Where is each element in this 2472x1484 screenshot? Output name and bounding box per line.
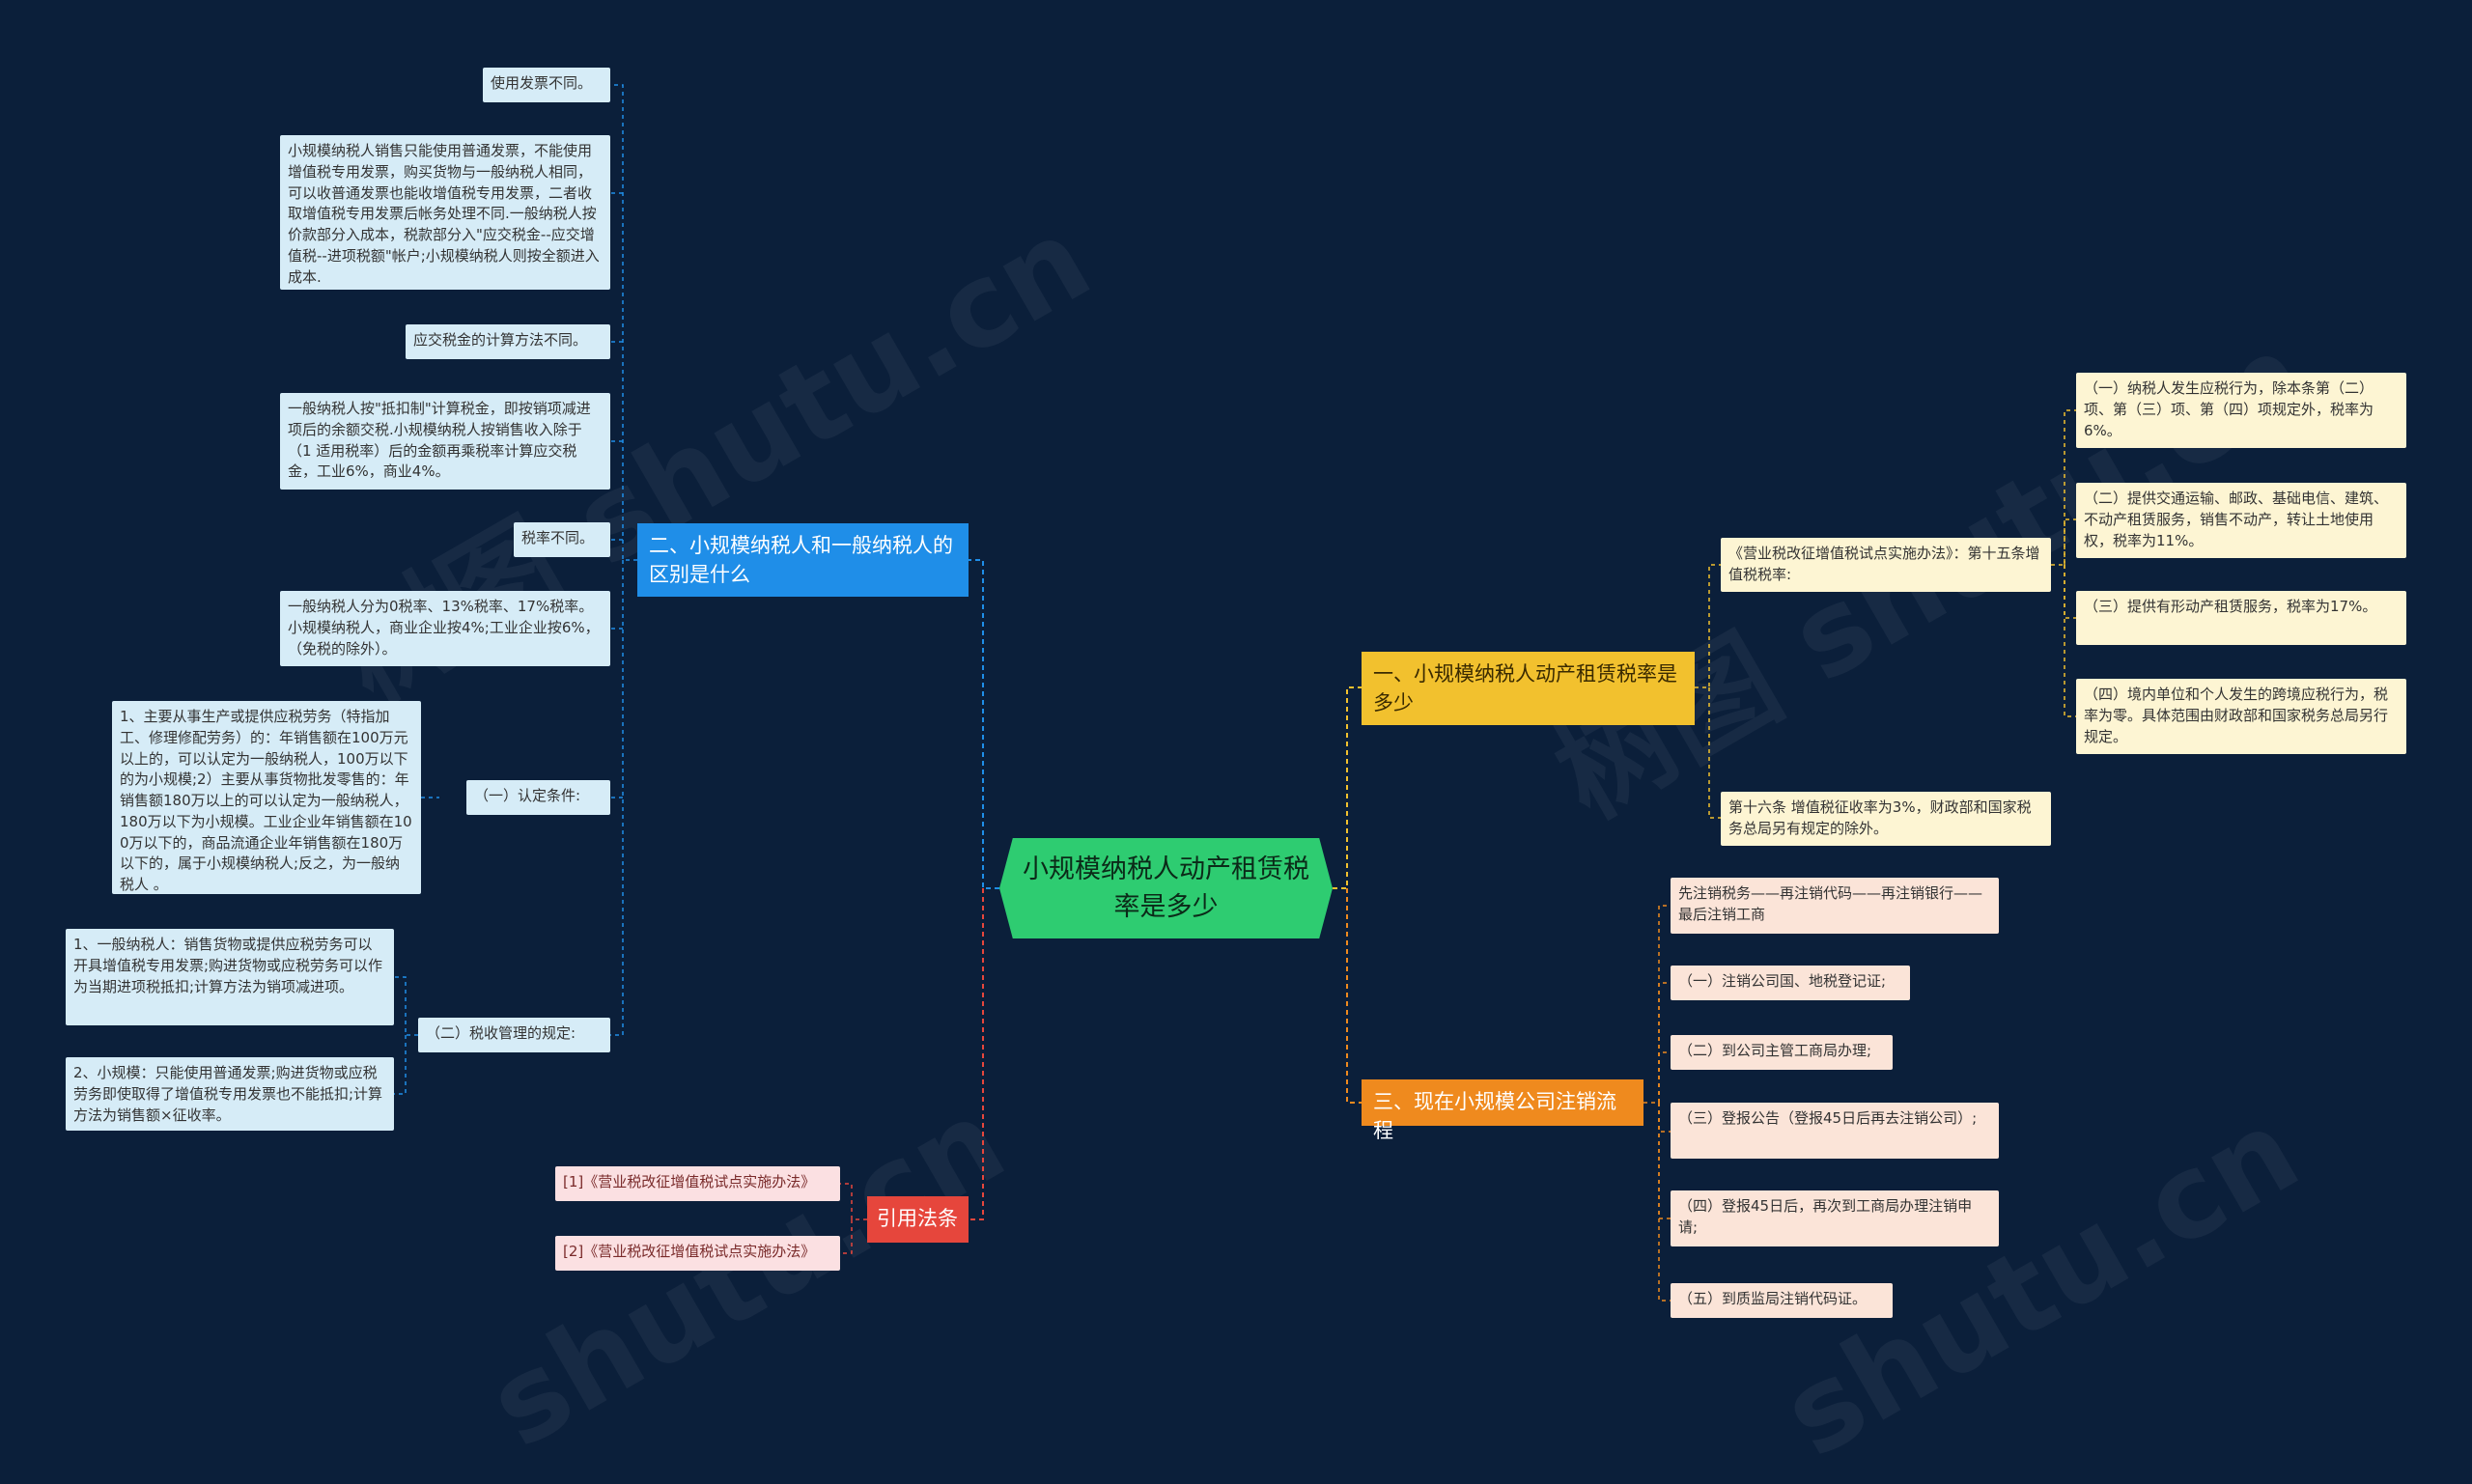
sub-tax-management[interactable]: （二）税收管理的规定: (418, 1018, 610, 1052)
branch-references[interactable]: 引用法条 (867, 1196, 969, 1243)
procedure-item[interactable]: （二）到公司主管工商局办理; (1671, 1035, 1893, 1070)
left-item[interactable]: 税率不同。 (514, 522, 610, 557)
branch-tax-rate[interactable]: 一、小规模纳税人动产租赁税率是多少 (1362, 652, 1695, 725)
central-topic[interactable]: 小规模纳税人动产租赁税率是多少 (999, 838, 1333, 938)
article-16[interactable]: 第十六条 增值税征收率为3%，财政部和国家税务总局另有规定的除外。 (1721, 792, 2051, 846)
reference-item[interactable]: [2]《营业税改征增值税试点实施办法》 (555, 1236, 840, 1271)
mindmap-canvas: 树图 shutu.cn 树图 shutu.cn shutu.cn shutu.c… (66, 68, 2406, 1483)
rate-item[interactable]: （四）境内单位和个人发生的跨境应税行为，税率为零。具体范围由财政部和国家税务总局… (2076, 679, 2406, 754)
rate-item[interactable]: （二）提供交通运输、邮政、基础电信、建筑、不动产租赁服务，销售不动产，转让土地使… (2076, 483, 2406, 558)
procedure-item[interactable]: （三）登报公告（登报45日后再去注销公司）; (1671, 1103, 1999, 1159)
rate-item[interactable]: （三）提供有形动产租赁服务，税率为17%。 (2076, 591, 2406, 645)
procedure-item[interactable]: （四）登报45日后，再次到工商局办理注销申请; (1671, 1190, 1999, 1246)
sub-recognition-conditions[interactable]: （一）认定条件: (466, 780, 610, 815)
connector-lines (394, 84, 2076, 1302)
branch-deregistration[interactable]: 三、现在小规模公司注销流程 (1362, 1079, 1643, 1142)
branch-difference[interactable]: 二、小规模纳税人和一般纳税人的区别是什么 (637, 523, 969, 597)
tax-management-detail[interactable]: 2、小规模：只能使用普通发票;购进货物或应税劳务即使取得了增值税专用发票也不能抵… (66, 1057, 394, 1131)
left-item[interactable]: 应交税金的计算方法不同。 (406, 324, 610, 359)
tax-management-detail[interactable]: 1、一般纳税人：销售货物或提供应税劳务可以开具增值税专用发票;购进货物或应税劳务… (66, 929, 394, 1025)
procedure-item[interactable]: （五）到质监局注销代码证。 (1671, 1283, 1893, 1318)
left-item[interactable]: 一般纳税人分为0税率、13%税率、17%税率。小规模纳税人，商业企业按4%;工业… (280, 591, 610, 666)
article-15[interactable]: 《营业税改征增值税试点实施办法》：第十五条增值税税率: (1721, 538, 2051, 592)
left-item[interactable]: 一般纳税人按"抵扣制"计算税金，即按销项减进项后的余额交税.小规模纳税人按销售收… (280, 393, 610, 490)
left-item[interactable]: 使用发票不同。 (483, 68, 610, 102)
reference-item[interactable]: [1]《营业税改征增值税试点实施办法》 (555, 1166, 840, 1201)
procedure-item[interactable]: 先注销税务——再注销代码——再注销银行——最后注销工商 (1671, 878, 1999, 934)
left-item[interactable]: 小规模纳税人销售只能使用普通发票，不能使用增值税专用发票，购买货物与一般纳税人相… (280, 135, 610, 290)
rate-item[interactable]: （一）纳税人发生应税行为，除本条第（二）项、第（三）项、第（四）项规定外，税率为… (2076, 373, 2406, 448)
recognition-conditions-detail[interactable]: 1、主要从事生产或提供应税劳务（特指加工、修理修配劳务）的：年销售额在100万元… (112, 701, 421, 894)
procedure-item[interactable]: （一）注销公司国、地税登记证; (1671, 966, 1910, 1000)
